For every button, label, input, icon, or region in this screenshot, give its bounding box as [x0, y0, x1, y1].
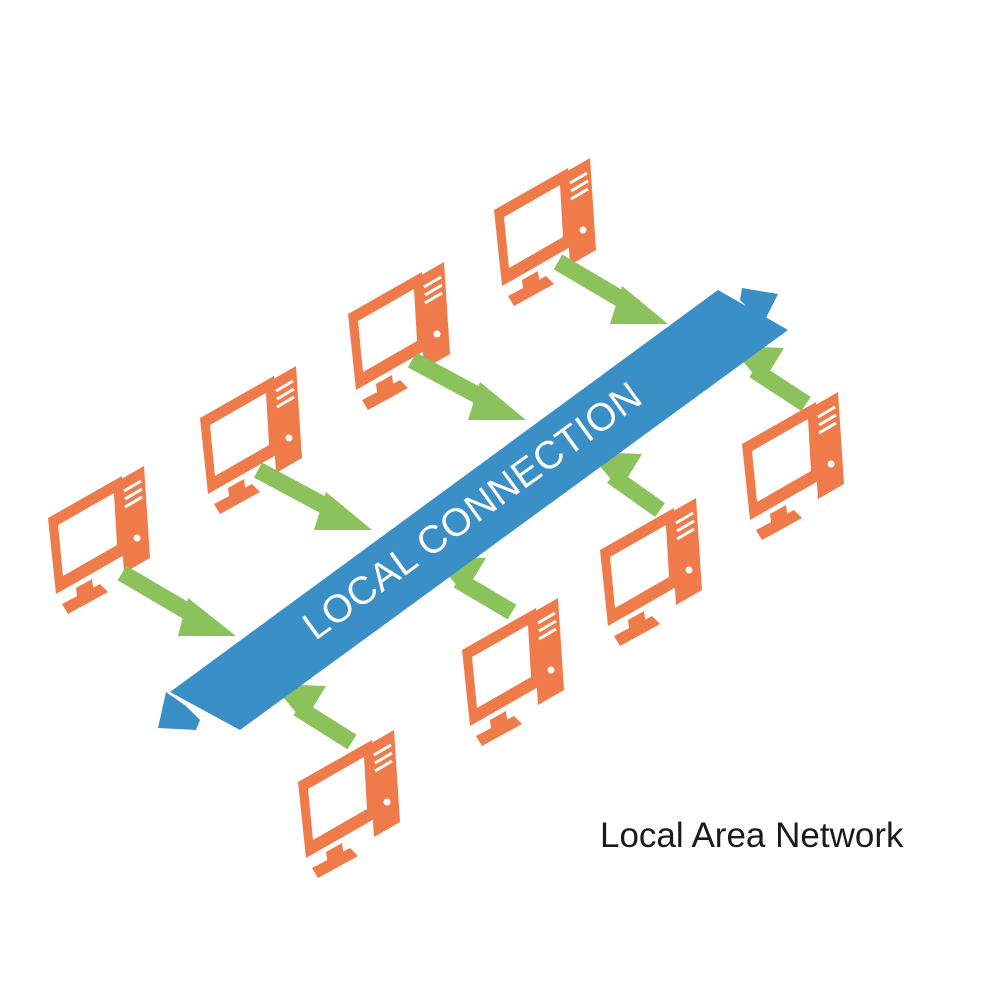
link-arrow [553, 254, 668, 324]
computer-icon [460, 596, 566, 748]
computer-icon [46, 464, 152, 616]
computer-icon [598, 496, 704, 648]
link-arrow [407, 352, 526, 420]
link-arrow [253, 462, 372, 530]
computer-icon [740, 390, 846, 542]
diagram-caption: Local Area Network [600, 816, 904, 855]
link-arrow [117, 565, 236, 636]
computer-icon [346, 260, 452, 412]
computer-icon [296, 728, 402, 880]
bus-arrowhead-left-icon [158, 692, 200, 730]
bus-arrowhead-right-icon [740, 288, 778, 326]
